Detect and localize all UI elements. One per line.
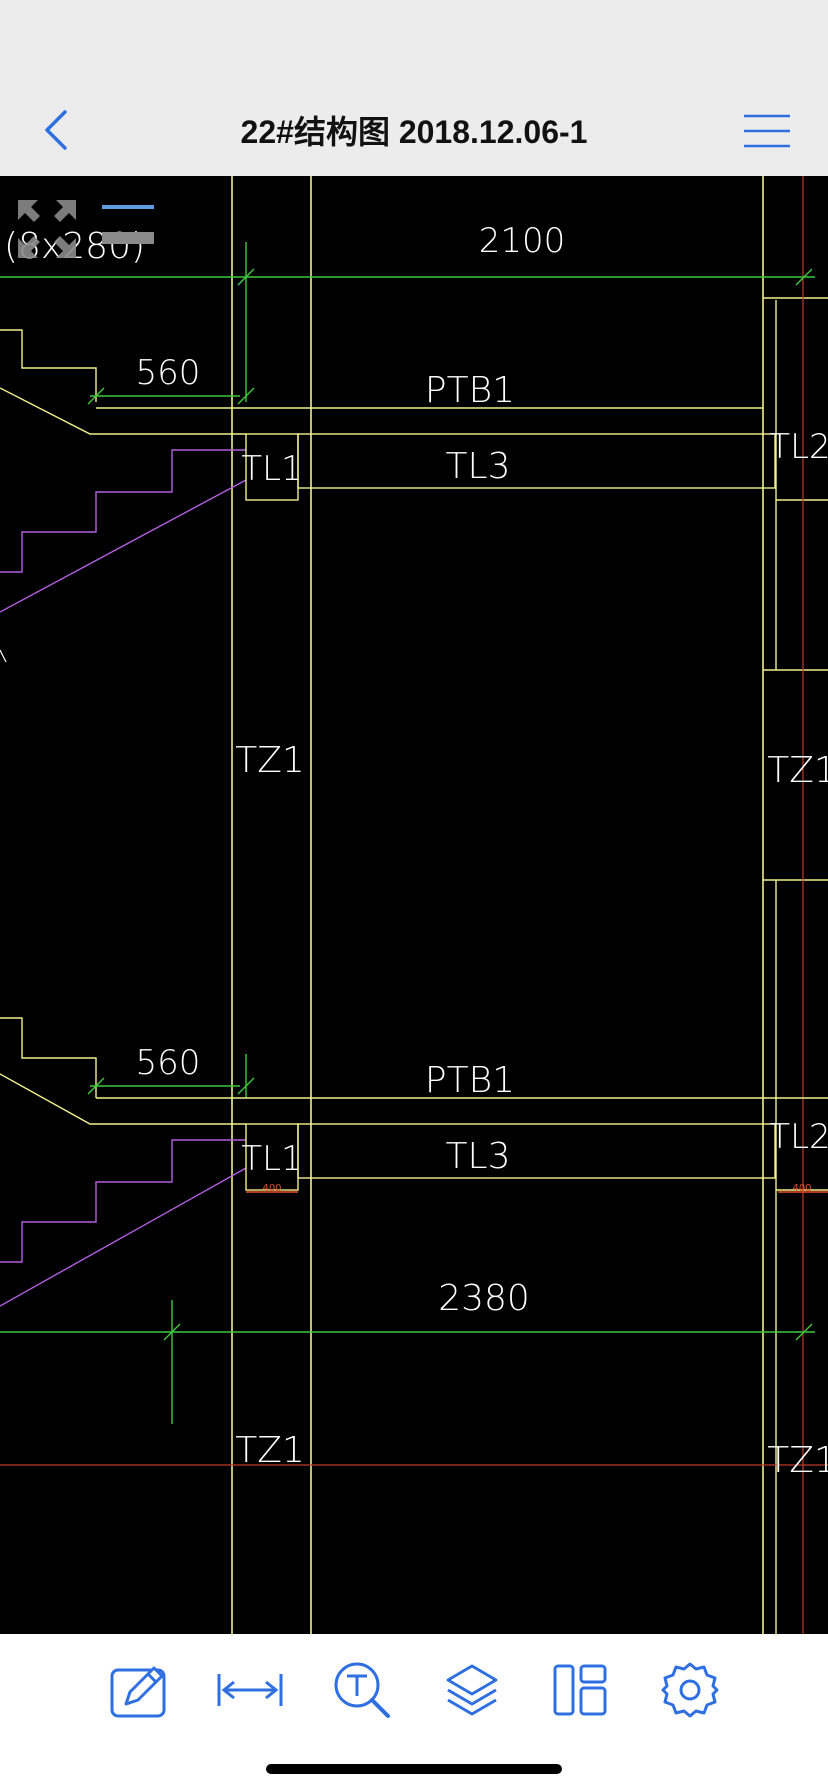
text-search-tool-button[interactable] [326,1654,398,1726]
layout-icon [553,1664,607,1716]
pencil-edit-icon [110,1666,166,1718]
label-tl1-upper: TL1 [241,449,302,489]
page-title: 22#结构图 2018.12.06-1 [240,114,588,150]
bottom-toolbar [0,1634,828,1792]
cad-drawing: 2100 (8x280) 560 PTB1 TL1 TL3 TL2 TZ1 TZ… [0,176,828,1634]
drawing-canvas[interactable]: 2100 (8x280) 560 PTB1 TL1 TL3 TL2 TZ1 TZ… [0,176,828,1634]
settings-tool-button[interactable] [654,1654,726,1726]
top-navigation-bar: 22#结构图 2018.12.06-1 [0,0,828,177]
dimension-text-560-lower: 560 [136,1043,201,1083]
label-tz1-left-bottom: TZ1 [235,1430,305,1471]
chevron-left-icon [45,110,67,150]
measure-tool-button[interactable] [214,1654,286,1726]
home-indicator[interactable] [266,1764,562,1774]
dimension-text-560-upper: 560 [136,353,201,393]
dimension-text-2100: 2100 [479,221,566,261]
label-tl2-lower: TL2 [769,1117,828,1157]
label-tl2-upper: TL2 [769,427,828,467]
minimize-icon [102,205,154,244]
layers-icon [446,1664,498,1716]
dimension-text-2380: 2380 [438,1278,530,1319]
label-ptb1-lower: PTB1 [425,1060,515,1101]
label-400-right: 400 [792,1183,811,1194]
minimize-button[interactable] [100,200,156,248]
layers-tool-button[interactable] [436,1654,508,1726]
fit-screen-button[interactable] [14,196,80,262]
label-tl3-upper: TL3 [446,446,511,487]
label-400-left: 400 [262,1183,281,1194]
measure-arrows-icon [217,1674,283,1706]
hamburger-menu-icon [744,114,790,148]
layout-tool-button[interactable] [544,1654,616,1726]
fit-screen-icon [18,200,76,258]
menu-button[interactable] [736,105,798,157]
label-tl3-lower: TL3 [446,1136,511,1177]
label-tl1-lower: TL1 [241,1139,302,1179]
label-tz1-right-bottom: TZ1 [767,1440,828,1481]
gear-icon [661,1662,719,1718]
label-tz1-right-mid: TZ1 [767,750,828,791]
label-ptb1-upper: PTB1 [425,370,515,411]
text-search-icon [334,1662,390,1718]
edit-tool-button[interactable] [102,1654,174,1726]
label-tz1-left-mid: TZ1 [235,740,305,781]
back-button[interactable] [30,100,82,160]
